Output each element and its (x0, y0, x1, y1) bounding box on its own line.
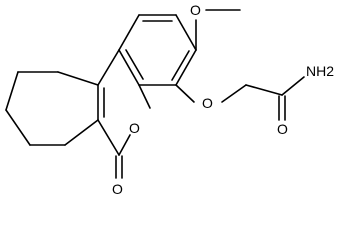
bond (57, 71, 99, 86)
bond (175, 49, 197, 86)
bond (171, 50, 190, 81)
bond (281, 76, 305, 96)
bond (5, 71, 19, 111)
lactone-carbonyl-oxygen-label: O (112, 181, 123, 197)
bond (175, 84, 195, 103)
amine-label: NH2 (306, 63, 334, 79)
methoxy-oxygen-label: O (190, 2, 201, 18)
bond (245, 84, 283, 96)
bond (125, 49, 144, 80)
bond (5, 109, 31, 146)
structure-canvas: O O O O O NH2 (5, 2, 334, 197)
bond (175, 14, 197, 51)
bond (64, 119, 99, 146)
bond (118, 134, 131, 156)
bond (97, 119, 120, 156)
bond (118, 49, 140, 86)
bond (97, 49, 120, 86)
bond (118, 14, 140, 51)
molecule-diagram: O O O O O NH2 (5, 2, 334, 197)
bond (221, 84, 247, 103)
ether-oxygen-label: O (202, 95, 213, 111)
bond (138, 84, 151, 109)
ring-oxygen-label: O (129, 120, 140, 136)
amide-carbonyl-oxygen-label: O (277, 121, 288, 137)
